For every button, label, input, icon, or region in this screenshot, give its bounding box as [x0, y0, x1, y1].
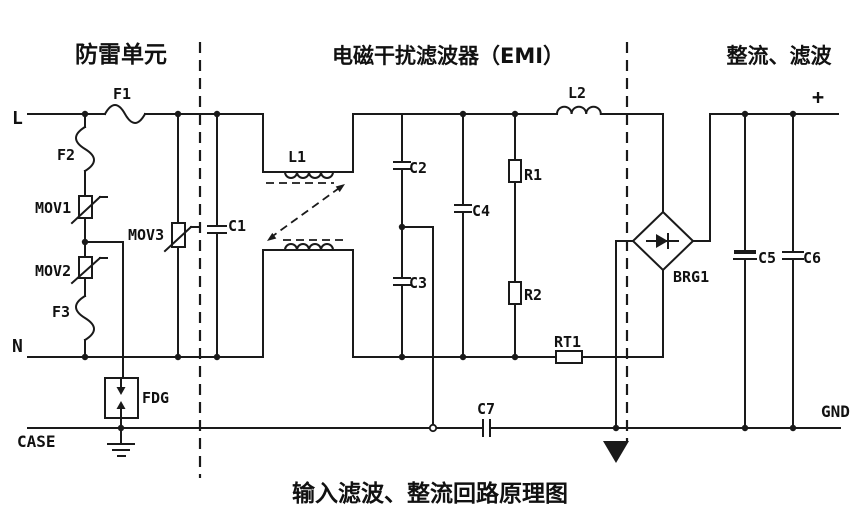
- capacitor-c5-icon: [733, 250, 757, 260]
- y-cap-chassis-tap-wire: [401, 226, 434, 426]
- fuse-f2-icon: [75, 125, 95, 173]
- capacitor-c3-icon: [393, 277, 411, 286]
- label-c6: C6: [803, 249, 821, 267]
- capacitor-c1-icon: [207, 225, 227, 234]
- terminal-label-positive: +: [812, 85, 824, 109]
- label-fdg: FDG: [142, 389, 169, 407]
- r1-r2-branch-wire: [508, 113, 522, 358]
- label-f1: F1: [113, 85, 131, 103]
- choke-l1-bottom-winding-icon: [283, 243, 335, 252]
- surge-branch-wire: [70, 113, 108, 358]
- label-f2: F2: [57, 146, 75, 164]
- bridge-rectifier-brg1-icon: [603, 113, 711, 463]
- label-c7: C7: [477, 400, 495, 418]
- label-c1: C1: [228, 217, 246, 235]
- resistor-r2-icon: [508, 281, 522, 305]
- bridge-positive-out-wire: [692, 113, 711, 242]
- neutral-rail-wire: [27, 243, 664, 364]
- label-rt1: RT1: [554, 333, 581, 351]
- gas-discharge-tube-fdg-icon: [104, 377, 139, 419]
- terminal-label-neutral: N: [12, 336, 23, 357]
- resistor-r1-icon: [508, 159, 522, 183]
- label-f3: F3: [52, 303, 70, 321]
- mov3-branch-wire: [163, 113, 199, 358]
- capacitor-c7-icon: [482, 419, 491, 437]
- varistor-mov1-icon: [70, 195, 108, 225]
- choke-l1-top-winding-icon: [283, 170, 335, 179]
- varistor-mov3-icon: [163, 222, 199, 253]
- varistor-mov2-icon: [70, 256, 108, 285]
- capacitor-c6-icon: [782, 251, 804, 260]
- label-c4: C4: [472, 202, 490, 220]
- label-c3: C3: [409, 274, 427, 292]
- earth-ground-icon: [107, 427, 135, 457]
- section-title-lightning: 防雷单元: [75, 41, 167, 68]
- label-l2: L2: [568, 84, 586, 102]
- section-title-rectify: 整流、滤波: [727, 44, 833, 68]
- c2-c3-branch-wire: [393, 113, 438, 433]
- terminal-label-ground: GND: [821, 402, 850, 421]
- label-c2: C2: [409, 159, 427, 177]
- choke-l1-core-icon: [266, 182, 345, 241]
- terminal-label-case: CASE: [17, 432, 56, 451]
- chassis-arrow-icon: [603, 441, 629, 463]
- thermistor-rt1-icon: [555, 350, 583, 364]
- label-mov2: MOV2: [35, 262, 71, 280]
- chassis-tap-terminal: [428, 423, 438, 433]
- c4-branch-wire: [454, 113, 472, 358]
- label-r2: R2: [524, 286, 542, 304]
- fuse-f3-icon: [75, 294, 95, 342]
- capacitor-c4-icon: [454, 204, 472, 213]
- inductor-l2-icon: [555, 105, 602, 116]
- live-rail-wire: [27, 104, 664, 213]
- label-c5: C5: [758, 249, 776, 267]
- c5-branch-wire: [733, 113, 757, 429]
- label-mov3: MOV3: [128, 226, 164, 244]
- label-l1: L1: [288, 148, 306, 166]
- section-title-emi: 电磁干扰滤波器（EMI）: [332, 44, 564, 68]
- case-gnd-rail-wire: [27, 419, 841, 437]
- capacitor-c2-icon: [393, 161, 411, 170]
- label-r1: R1: [524, 166, 542, 184]
- bridge-negative-out-wire: [615, 240, 634, 429]
- terminal-label-live: L: [12, 108, 23, 129]
- label-mov1: MOV1: [35, 199, 71, 217]
- fuse-f1-icon: [103, 104, 147, 124]
- junction-dots: [81, 110, 797, 432]
- fdg-branch-wire: [84, 241, 139, 457]
- c6-branch-wire: [782, 113, 804, 429]
- diagram-caption: 输入滤波、整流回路原理图: [292, 480, 568, 507]
- label-brg1: BRG1: [673, 268, 709, 286]
- c1-branch-wire: [207, 113, 227, 358]
